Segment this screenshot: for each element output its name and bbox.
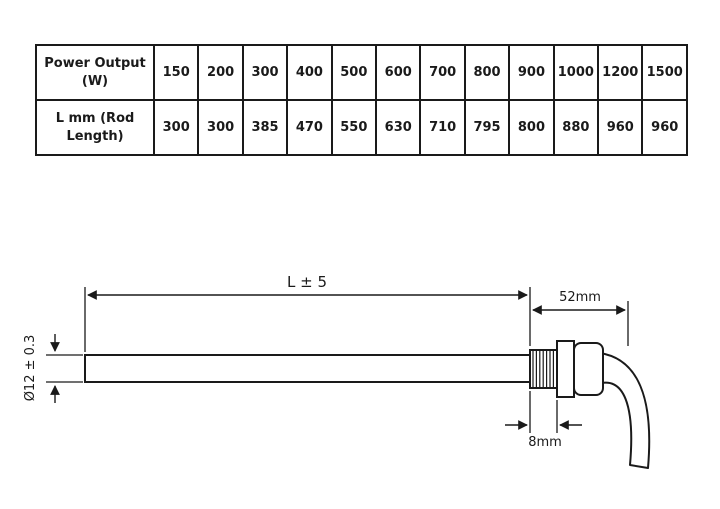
plug-body [573,342,604,396]
table-row-length: L mm (Rod Length) 300 300 385 470 550 63… [35,99,688,156]
power-cell: 900 [508,44,555,101]
length-cell: 960 [597,99,644,156]
length-cell: 710 [419,99,466,156]
spec-table: Power Output (W) 150 200 300 400 500 600… [35,44,688,156]
length-cell: 795 [463,99,511,156]
power-cell: 1000 [552,44,600,101]
row-header-power: Power Output (W) [35,44,155,101]
row-header-length: L mm (Rod Length) [35,99,155,156]
power-cell: 600 [375,44,422,101]
table-row-power: Power Output (W) 150 200 300 400 500 600… [35,44,688,101]
power-cell: 800 [463,44,511,101]
power-cell: 150 [152,44,200,101]
length-cell: 800 [508,99,555,156]
power-cell: 1200 [597,44,644,101]
power-cell: 700 [419,44,466,101]
extension-lines [46,287,629,433]
rod-body [84,354,531,383]
power-cell: 1500 [641,44,688,101]
power-cell: 200 [197,44,244,101]
power-cell: 400 [286,44,333,101]
length-cell: 880 [552,99,600,156]
length-cell: 960 [641,99,688,156]
length-cell: 300 [152,99,200,156]
power-cable [594,352,651,469]
connector-dimension-label: 52mm [559,290,601,305]
length-cell: 385 [241,99,289,156]
length-cell: 300 [197,99,244,156]
length-cell: 470 [286,99,333,156]
heating-rod-diagram: L ± 5 52mm Ø12 ± 0.3 8mm [23,273,651,469]
length-dimension-label: L ± 5 [287,273,327,291]
thread-hatching [532,351,554,387]
length-cell: 550 [330,99,378,156]
diameter-dimension-label: Ø12 ± 0.3 [23,335,38,402]
power-cell: 300 [241,44,289,101]
length-cell: 630 [375,99,422,156]
power-cell: 500 [330,44,378,101]
connector-nut [556,340,575,398]
thread-dimension-label: 8mm [528,435,562,450]
